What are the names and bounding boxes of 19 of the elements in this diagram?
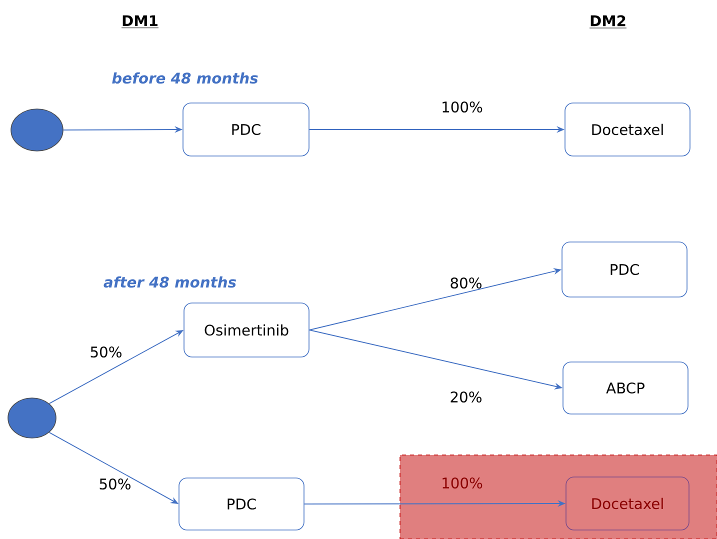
treatment-box: Docetaxel	[566, 476, 690, 530]
edge-label: 20%	[450, 391, 482, 403]
start-circle	[8, 398, 56, 438]
edge-label: 80%	[450, 277, 482, 289]
column-heading: DM2	[589, 15, 627, 28]
treatment-box: ABCP	[562, 362, 688, 414]
group-label: before 48 months	[112, 72, 258, 84]
treatment-box: Docetaxel	[564, 102, 690, 156]
edge-label: 100%	[442, 477, 482, 489]
edge-label: 50%	[100, 478, 130, 490]
start-circle	[10, 108, 64, 152]
treatment-box: Osimertinib	[184, 302, 310, 358]
group-label: after 48 months	[104, 276, 236, 288]
treatment-box: PDC	[182, 102, 310, 156]
edge-label: 50%	[90, 346, 122, 358]
treatment-box: PDC	[178, 478, 304, 530]
column-heading: DM1	[121, 15, 159, 28]
edge-label: 100%	[442, 101, 482, 113]
treatment-box: PDC	[562, 242, 688, 298]
